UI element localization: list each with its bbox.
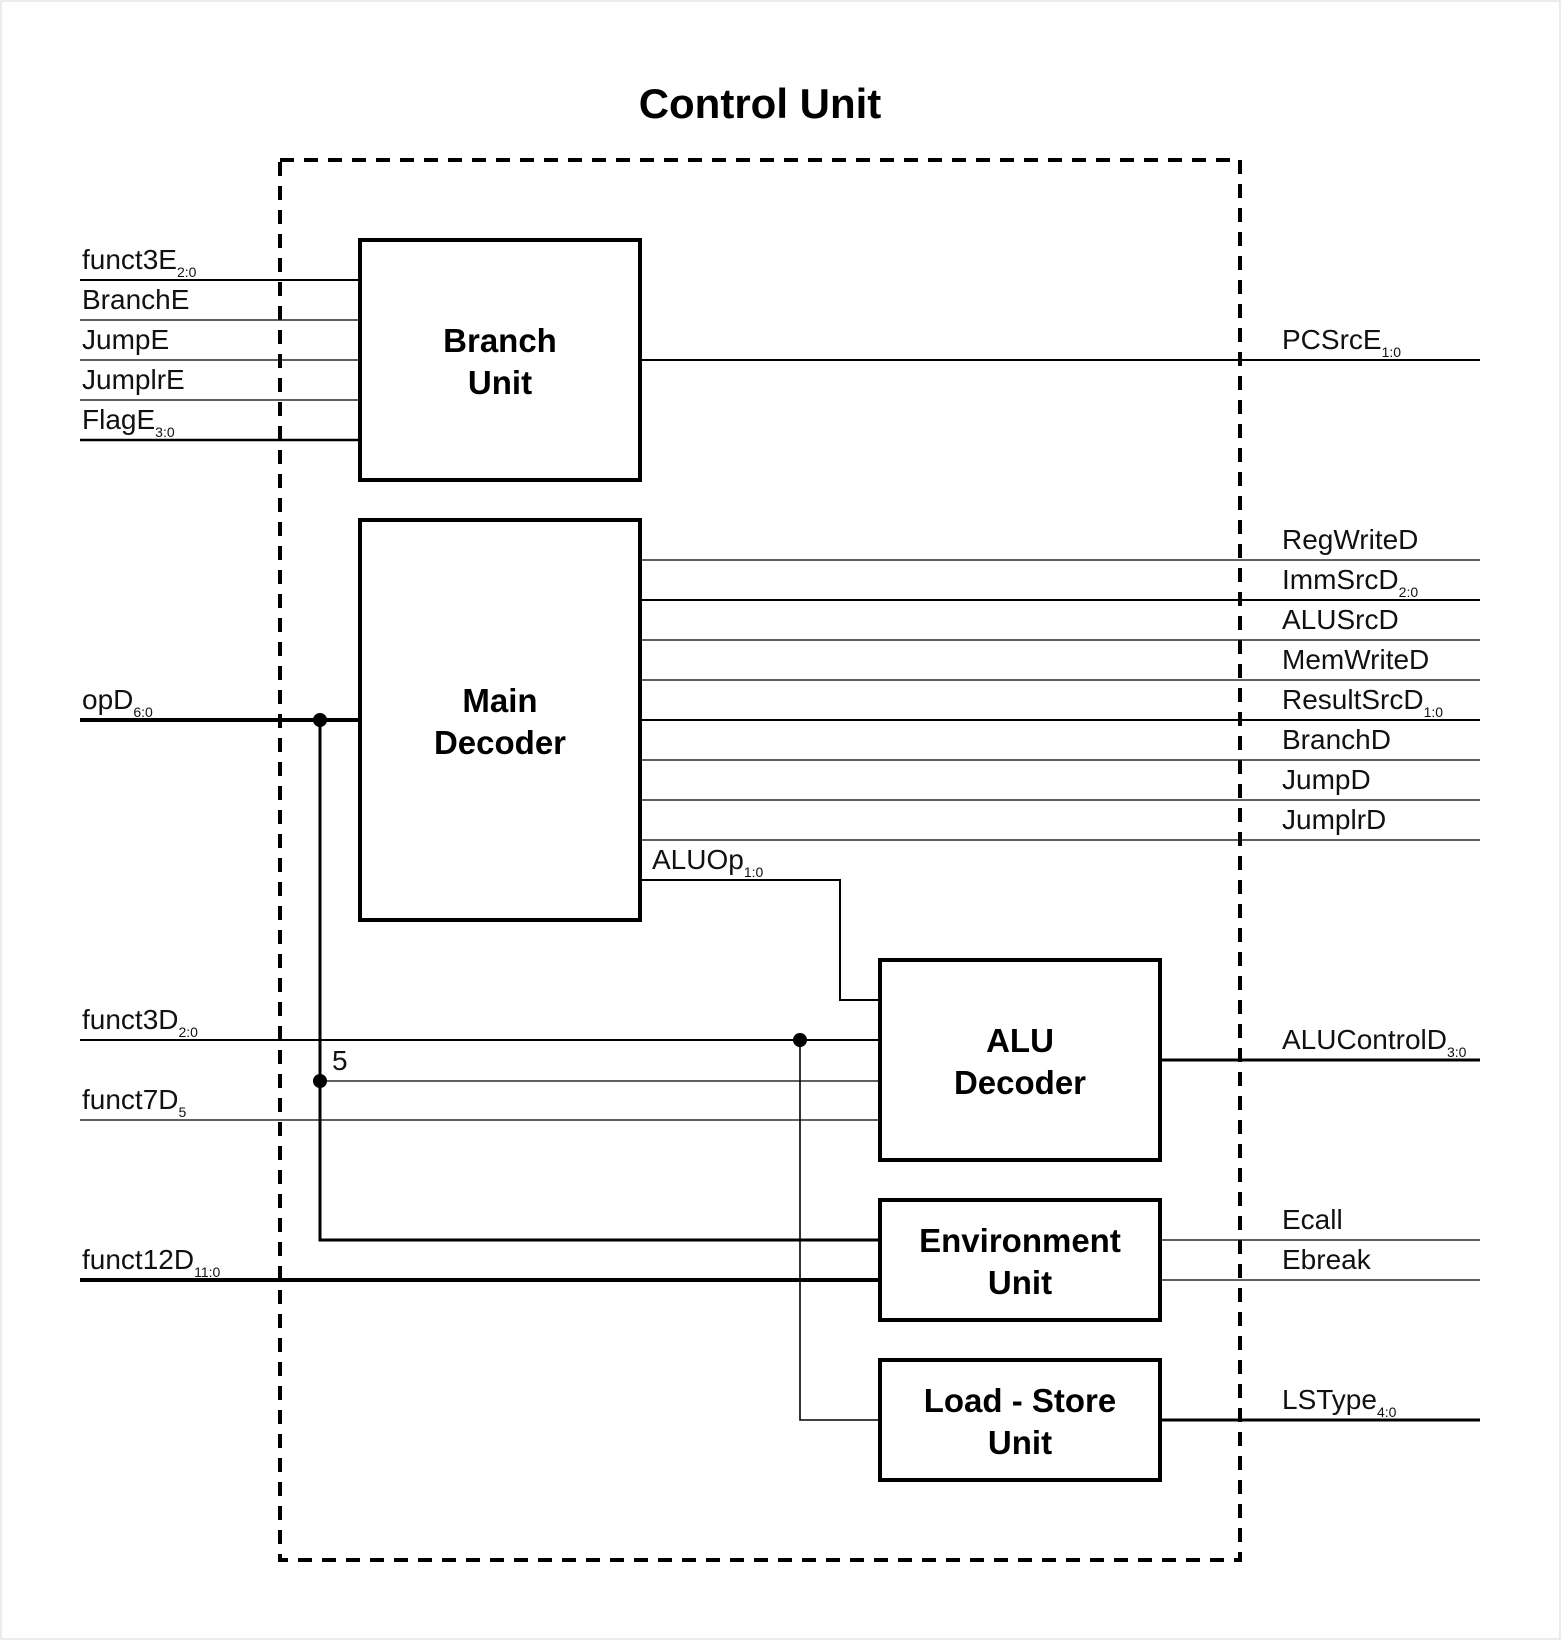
junction-opd-bit5 bbox=[313, 1074, 327, 1088]
label-alucontrold: ALUControlD3:0 bbox=[1282, 1024, 1467, 1060]
label-opd: opD6:0 bbox=[82, 684, 153, 720]
junction-opd bbox=[313, 713, 327, 727]
label-branchd: BranchD bbox=[1282, 724, 1391, 755]
environment-unit-label-1: Environment bbox=[919, 1222, 1121, 1259]
environment-unit-block: Environment Unit bbox=[878, 1198, 1162, 1322]
main-decoder-box bbox=[358, 518, 642, 922]
branch-unit-block: Branch Unit bbox=[358, 238, 642, 482]
load-store-unit-block: Load - Store Unit bbox=[878, 1358, 1162, 1482]
label-jumpe: JumpE bbox=[82, 324, 169, 355]
label-regwrited: RegWriteD bbox=[1282, 524, 1418, 555]
label-memwrited: MemWriteD bbox=[1282, 644, 1429, 675]
label-lstype: LSType4:0 bbox=[1282, 1384, 1397, 1420]
diagram-title: Control Unit bbox=[639, 80, 882, 127]
alu-decoder-box bbox=[878, 958, 1162, 1162]
wire-opd-to-environment bbox=[318, 720, 880, 1242]
label-funct3e: funct3E2:0 bbox=[82, 244, 197, 280]
label-funct3d: funct3D2:0 bbox=[82, 1004, 198, 1040]
main-decoder-block: Main Decoder bbox=[358, 518, 642, 922]
label-jumplrd: JumplrD bbox=[1282, 804, 1386, 835]
label-jumpd: JumpD bbox=[1282, 764, 1371, 795]
label-immsrcd: ImmSrcD2:0 bbox=[1282, 564, 1418, 600]
alu-decoder-block: ALU Decoder bbox=[878, 958, 1162, 1162]
load-store-unit-box bbox=[878, 1358, 1162, 1482]
load-store-unit-label-2: Unit bbox=[988, 1424, 1052, 1461]
branch-unit-label-1: Branch bbox=[443, 322, 557, 359]
label-pcsrce: PCSrcE1:0 bbox=[1282, 324, 1401, 360]
control-unit-boundary bbox=[278, 158, 1242, 1562]
junction-funct3d bbox=[793, 1033, 807, 1047]
wires bbox=[80, 279, 1480, 1422]
wire-funct3d-to-lsu bbox=[799, 1040, 880, 1421]
label-funct12d: funct12D11:0 bbox=[82, 1244, 221, 1280]
label-aluop: ALUOp1:0 bbox=[652, 844, 764, 880]
label-branche: BranchE bbox=[82, 284, 189, 315]
alu-decoder-label-1: ALU bbox=[986, 1022, 1054, 1059]
label-flage: FlagE3:0 bbox=[82, 404, 175, 440]
main-decoder-label-2: Decoder bbox=[434, 724, 566, 761]
environment-unit-box bbox=[878, 1198, 1162, 1322]
label-funct7d: funct7D5 bbox=[82, 1084, 187, 1120]
wire-aluop bbox=[640, 879, 880, 1001]
label-resultsrcd: ResultSrcD1:0 bbox=[1282, 684, 1443, 720]
label-alusrcd: ALUSrcD bbox=[1282, 604, 1399, 635]
label-bit-select: 5 bbox=[332, 1045, 348, 1076]
label-jumplre: JumplrE bbox=[82, 364, 185, 395]
load-store-unit-label-1: Load - Store bbox=[924, 1382, 1117, 1419]
label-ebreak: Ebreak bbox=[1282, 1244, 1372, 1275]
alu-decoder-label-2: Decoder bbox=[954, 1064, 1086, 1101]
branch-unit-box bbox=[358, 238, 642, 482]
label-ecall: Ecall bbox=[1282, 1204, 1343, 1235]
environment-unit-label-2: Unit bbox=[988, 1264, 1052, 1301]
branch-unit-label-2: Unit bbox=[468, 364, 532, 401]
main-decoder-label-1: Main bbox=[462, 682, 537, 719]
